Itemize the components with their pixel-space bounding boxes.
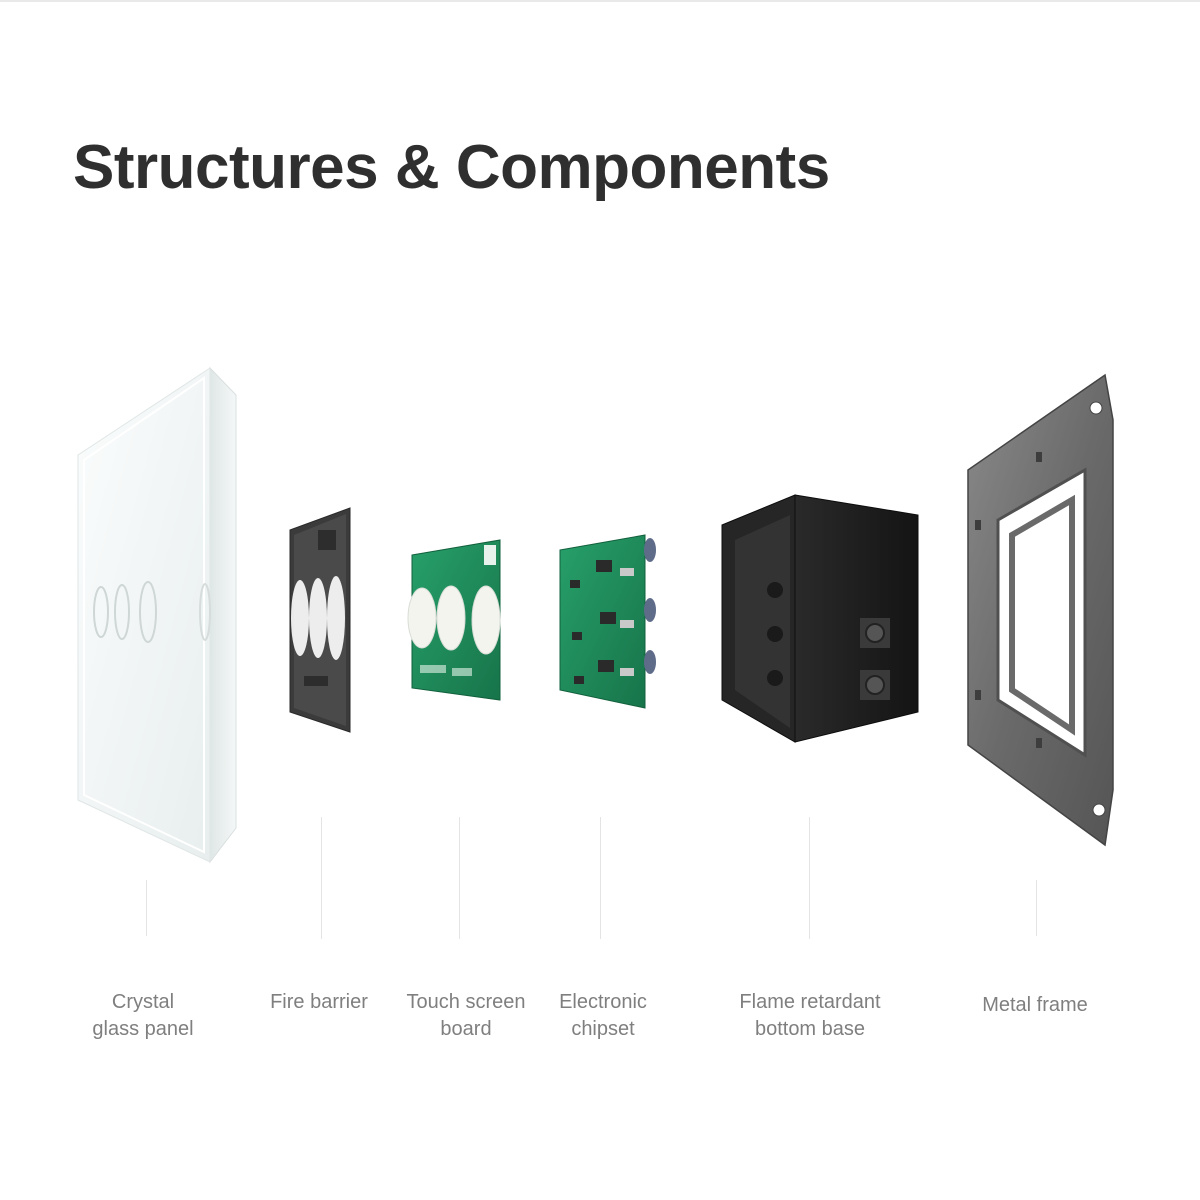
chipset-part [559,534,656,709]
label-fire-barrier: Fire barrier [270,991,368,1013]
label-bottom-base: Flame retardant bottom base [739,991,881,1040]
leader-line [459,817,460,939]
touch-key-icon [93,581,157,643]
page-title: Structures & Components [73,133,830,202]
label-touch-board: Touch screen board [406,991,526,1040]
leader-line [600,817,601,939]
leader-line [809,817,810,939]
leader-line [1036,880,1037,936]
fire-barrier-part [289,507,351,733]
bottom-base-part [721,494,919,743]
label-metal-frame: Metal frame [982,994,1088,1016]
glass-panel-part [77,366,237,864]
leader-line [146,880,147,936]
metal-frame-part [967,373,1114,847]
label-chipset: Electronic chipset [559,991,647,1040]
top-divider [0,0,1200,2]
touch-board-part [407,539,501,701]
leader-line [321,817,322,939]
label-glass-panel: Crystal glass panel [92,991,194,1040]
